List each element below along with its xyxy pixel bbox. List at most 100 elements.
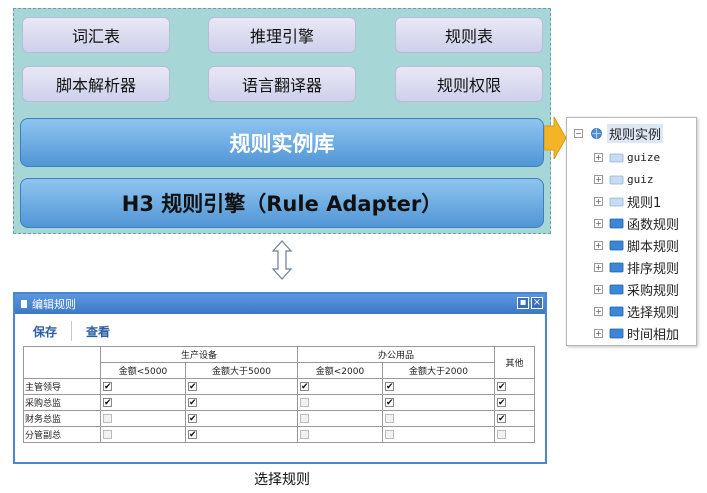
rule-checkbox[interactable] (300, 397, 309, 407)
tree-node[interactable]: + 排序规则 (594, 258, 680, 277)
tree-node[interactable]: +选择规则 (594, 302, 679, 321)
rule-icon (609, 306, 624, 316)
rule-checkbox[interactable]: ✔ (497, 381, 506, 392)
tree-node-label: 时间相加 (627, 327, 680, 343)
rule-checkbox[interactable]: ✔ (103, 381, 112, 392)
row-label: 分管副总 (23, 426, 101, 443)
column-header: 金额<2000 (297, 362, 383, 379)
rule-checkbox[interactable]: ✔ (497, 413, 506, 424)
collapse-icon[interactable]: − (574, 128, 583, 138)
table-row: 采购总监✔✔✔✔ (23, 394, 535, 411)
rule-icon (609, 262, 624, 272)
table-cell: ✔ (100, 378, 186, 395)
table-cell (494, 426, 535, 443)
table-cell: ✔ (100, 394, 186, 411)
figure-caption: 选择规则 (254, 472, 310, 488)
table-cell (382, 410, 495, 427)
folder-icon (609, 153, 624, 162)
tree-node-label: 规则1 (627, 195, 662, 211)
rule-instance-tree: − 规则实例 +guize+guiz+规则1+函数规则+脚本规则+排序规则+采购… (566, 117, 697, 346)
rule-checkbox[interactable] (300, 413, 309, 423)
tree-node[interactable]: +函数规则 (594, 214, 679, 233)
window-toolbar: 保存 查看 (19, 318, 124, 344)
table-cell: ✔ (494, 378, 535, 395)
corner-header (23, 346, 101, 379)
row-label: 主管领导 (23, 378, 101, 395)
tree-node[interactable]: + 脚本规则 (594, 236, 680, 255)
rule-checkbox[interactable] (103, 413, 112, 423)
tree-node[interactable]: + guiz (594, 170, 654, 188)
folder-icon (609, 175, 624, 184)
other-header: 其他 (494, 346, 535, 379)
expand-icon[interactable]: + (594, 152, 603, 162)
rule-checkbox[interactable]: ✔ (497, 397, 506, 408)
rule-checkbox[interactable] (385, 429, 394, 439)
rule-checkbox[interactable] (300, 429, 309, 439)
expand-icon[interactable]: + (594, 196, 603, 206)
edit-rule-window: 编辑规则 ▪ × 保存 查看 生产设备 办公用品 其他 金额<5000 金额大于… (13, 292, 547, 464)
tree-node[interactable]: +guize (594, 148, 660, 166)
tree-node[interactable]: + 规则1 (594, 192, 662, 211)
rule-icon (609, 218, 624, 228)
tree-node[interactable]: + 采购规则 (594, 280, 680, 299)
tree-node-label: 排序规则 (627, 261, 680, 277)
tree-root-node[interactable]: − 规则实例 (574, 123, 664, 143)
expand-icon[interactable]: + (594, 218, 603, 228)
table-cell: ✔ (494, 410, 535, 427)
tree-node-label: guiz (627, 172, 654, 186)
tree-node-label: 脚本规则 (627, 239, 680, 255)
table-cell (297, 426, 383, 443)
window-title: 编辑规则 (32, 298, 76, 311)
rule-instance-repository: 规则实例库 (20, 118, 544, 167)
expand-icon[interactable]: + (594, 328, 603, 338)
rule-checkbox[interactable]: ✔ (188, 413, 197, 424)
module-language-translator: 语言翻译器 (208, 66, 356, 102)
table-cell (382, 426, 495, 443)
table-row: 分管副总 ✔ (23, 426, 535, 443)
table-cell (297, 394, 383, 411)
close-icon[interactable]: × (531, 297, 543, 309)
tree-root-label: 规则实例 (607, 123, 664, 143)
table-cell: ✔ (185, 410, 298, 427)
module-rule-permissions: 规则权限 (395, 66, 543, 102)
expand-icon[interactable]: + (594, 262, 603, 272)
rule-icon (609, 328, 624, 338)
window-titlebar: 编辑规则 ▪ × (15, 294, 545, 314)
tree-node-label: 采购规则 (627, 283, 680, 299)
view-button[interactable]: 查看 (86, 324, 111, 339)
table-cell: ✔ (185, 394, 298, 411)
rule-checkbox[interactable]: ✔ (300, 381, 309, 392)
tree-node[interactable]: + 时间相加 (594, 324, 680, 343)
rule-checkbox[interactable] (497, 429, 506, 439)
rule-checkbox[interactable]: ✔ (188, 429, 197, 440)
column-header: 金额<5000 (100, 362, 186, 379)
expand-icon[interactable]: + (594, 284, 603, 294)
globe-icon (591, 127, 602, 139)
table-cell (297, 410, 383, 427)
window-icon (21, 300, 27, 308)
module-script-parser: 脚本解析器 (22, 66, 170, 102)
expand-icon[interactable]: + (594, 240, 603, 250)
module-vocabulary: 词汇表 (22, 17, 170, 53)
rule-checkbox[interactable]: ✔ (188, 397, 197, 408)
rule-checkbox[interactable]: ✔ (103, 397, 112, 408)
expand-icon[interactable]: + (594, 174, 603, 184)
save-button[interactable]: 保存 (33, 324, 58, 339)
table-cell: ✔ (185, 378, 298, 395)
column-header: 金额大于5000 (185, 362, 298, 379)
maximize-icon[interactable]: ▪ (517, 297, 529, 309)
rule-checkbox[interactable]: ✔ (385, 381, 394, 392)
expand-icon[interactable]: + (594, 306, 603, 316)
right-arrow-icon (544, 117, 567, 159)
rule-checkbox[interactable] (103, 429, 112, 439)
rule-icon (609, 284, 624, 294)
table-row: 主管领导✔✔✔✔✔ (23, 378, 535, 395)
table-cell: ✔ (297, 378, 383, 395)
group-header: 办公用品 (297, 346, 495, 363)
row-label: 采购总监 (23, 394, 101, 411)
rule-checkbox[interactable]: ✔ (385, 397, 394, 408)
rule-checkbox[interactable] (385, 413, 394, 423)
rule-engine-bar: H3 规则引擎（Rule Adapter） (20, 178, 544, 228)
rule-checkbox[interactable]: ✔ (188, 381, 197, 392)
toolbar-divider (71, 321, 73, 341)
